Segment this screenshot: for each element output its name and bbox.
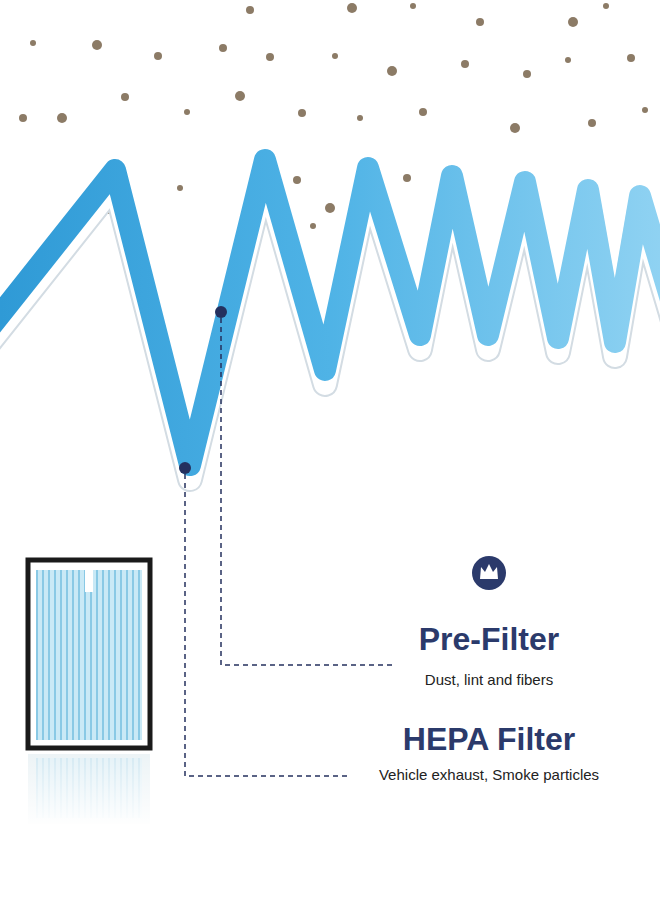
callout-description: Vehicle exhaust, Smoke particles: [339, 766, 639, 784]
callout-title: Pre-Filter: [339, 620, 639, 658]
crown-icon: [472, 556, 506, 590]
pleated-filter: [0, 160, 660, 479]
callout-description: Dust, lint and fibers: [339, 671, 639, 689]
callout-title: HEPA Filter: [339, 720, 639, 758]
leader-lines: [185, 318, 395, 776]
filter-unit: [24, 560, 154, 828]
leader-dots: [179, 306, 227, 474]
